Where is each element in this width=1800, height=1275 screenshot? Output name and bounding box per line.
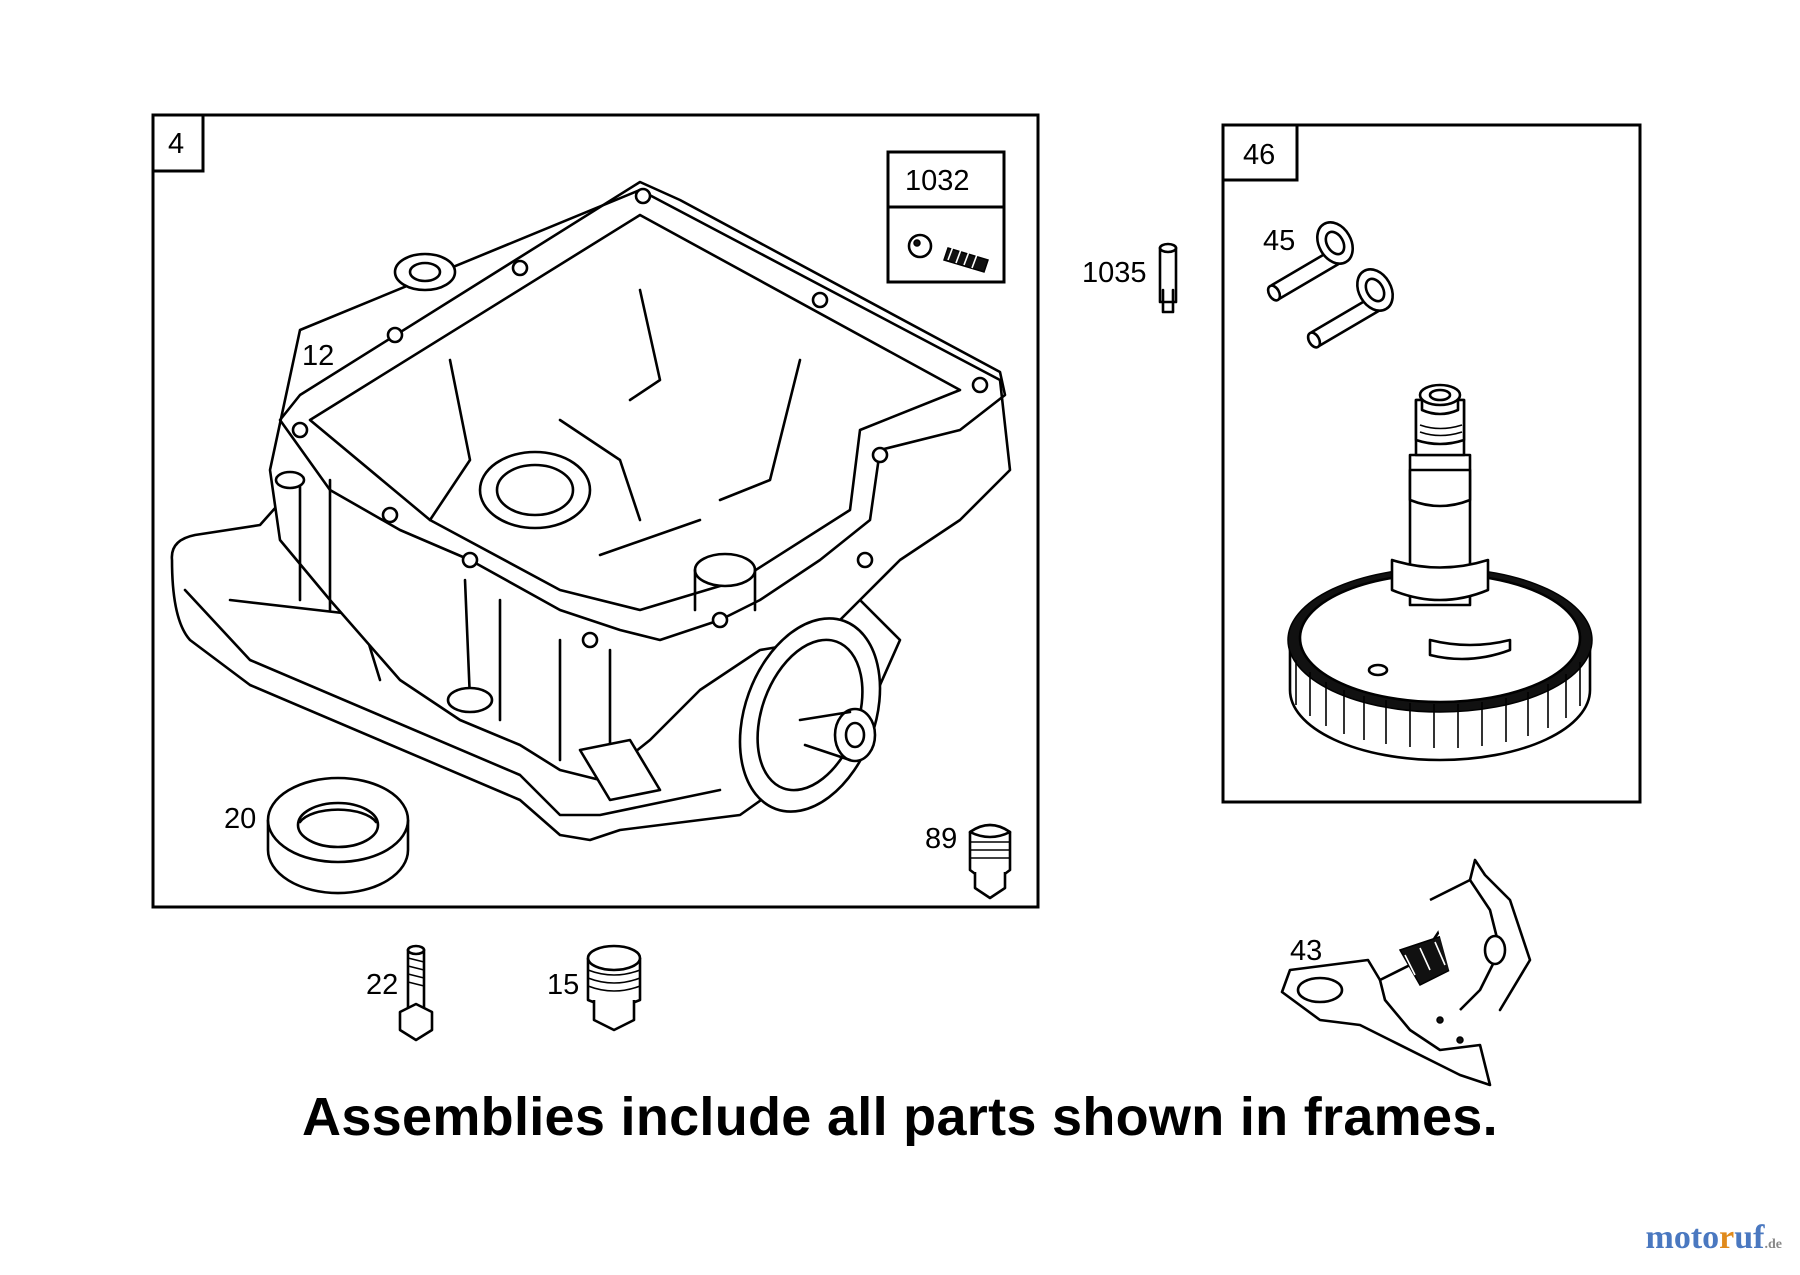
part-label-12: 12 [302,340,334,372]
spring-icon [943,243,989,273]
sub-kit-frame [886,150,1006,284]
sump-cover-drawing [170,180,1012,842]
part-label-22: 22 [366,969,398,1001]
camshaft-assembly-tag-box [1221,123,1299,182]
part-label-20: 20 [224,803,256,835]
pto-seal-boss [738,617,882,813]
oil-seal-drawing [266,776,410,895]
sump-assembly-tag-box [151,113,205,173]
part-label-89: 89 [925,823,957,855]
watermark-logo: motoruf.de [1646,1219,1782,1257]
part-label-43: 43 [1290,935,1322,967]
governor-43-drawing [1280,858,1532,1087]
watermark-part2: r [1719,1219,1735,1256]
watermark-part1: moto [1645,1219,1720,1256]
tappet-pair-drawing [1266,221,1394,349]
camshaft-assembly-frame [1221,123,1642,804]
bearing-boss [478,450,592,530]
sump-assembly-frame [151,113,1040,909]
part-label-45: 45 [1263,225,1295,257]
part-label-15: 15 [547,969,579,1001]
watermark-suffix: .de [1764,1237,1783,1252]
bolt-22-drawing [398,944,434,1042]
dowel-pin-1035-drawing [1158,242,1178,314]
plug-89-drawing [968,823,1012,900]
plug-15-drawing [586,944,642,1032]
part-label-1035: 1035 [1082,257,1147,289]
camshaft-assembly-tag: 46 [1243,139,1275,171]
sump-assembly-tag: 4 [168,128,184,160]
gasket-bolt-holes [291,187,989,649]
check-ball-icon [907,233,933,259]
sub-kit-tag: 1032 [905,165,970,197]
assembly-note-caption: Assemblies include all parts shown in fr… [302,1087,1498,1147]
watermark-part3: uf [1734,1219,1765,1256]
camshaft-gear-drawing [1287,383,1593,762]
